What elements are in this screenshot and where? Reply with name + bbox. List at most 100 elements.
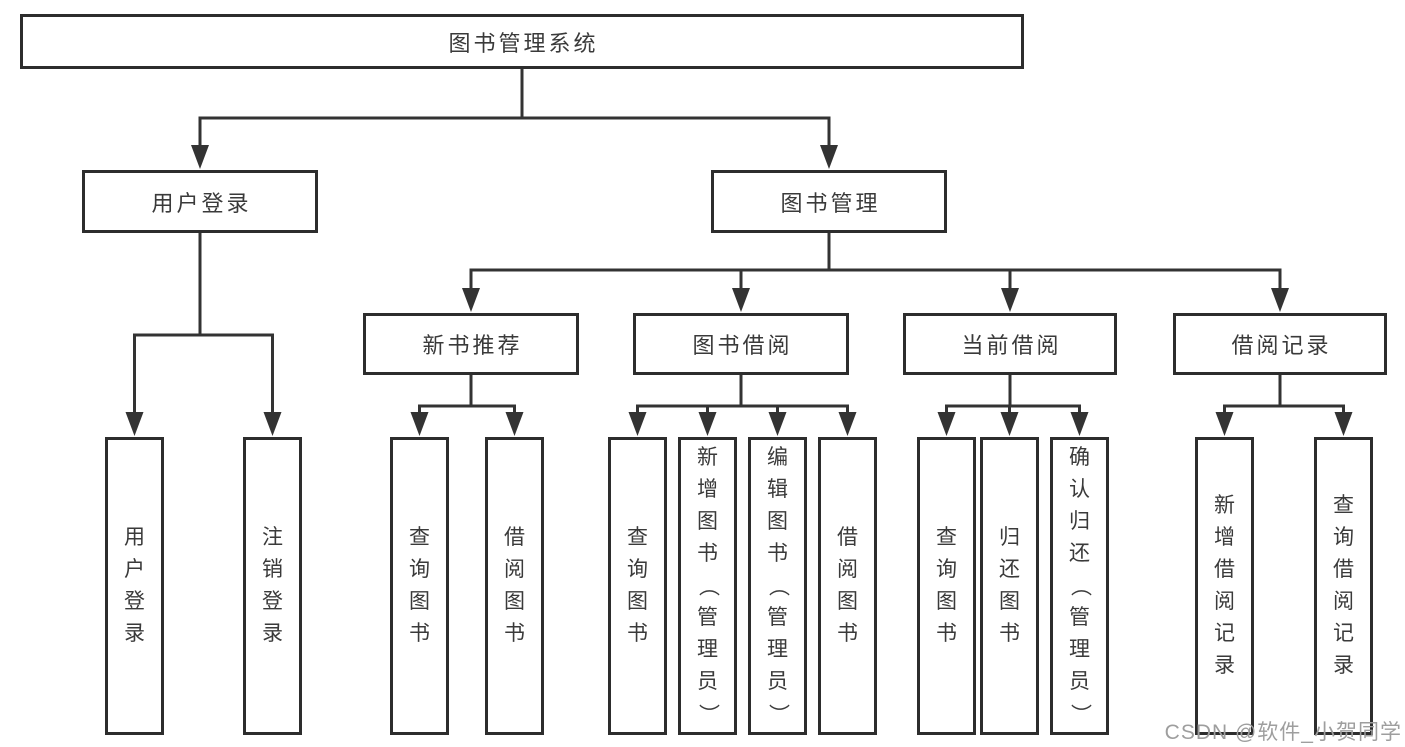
node-book-borrow: 图书借阅 bbox=[633, 313, 849, 375]
node-label-char: 阅 bbox=[837, 558, 858, 581]
watermark-text: CSDN @软件_小贺同学 bbox=[1164, 721, 1402, 744]
node-label-char: 用 bbox=[124, 526, 145, 549]
node-label-char: 理 bbox=[767, 638, 788, 661]
node-label-char: 管 bbox=[697, 606, 718, 629]
node-query-books-borrow: 查询图书 bbox=[608, 437, 667, 735]
node-label-char: 录 bbox=[262, 622, 283, 645]
node-label-char: 理 bbox=[1069, 638, 1090, 661]
node-label-char: 编 bbox=[767, 446, 788, 469]
node-query-borrow-record: 查询借阅记录 bbox=[1314, 437, 1373, 735]
node-label-char: 记 bbox=[1214, 622, 1235, 645]
node-label-char: 录 bbox=[124, 622, 145, 645]
node-label-char: 记 bbox=[1333, 622, 1354, 645]
node-label-char: 归 bbox=[1069, 510, 1090, 533]
node-logout-op: 注销登录 bbox=[243, 437, 302, 735]
arrowhead-icon bbox=[937, 412, 956, 436]
node-label-char: 借 bbox=[504, 526, 525, 549]
arrowhead-icon bbox=[838, 412, 857, 436]
node-label-char: 还 bbox=[1069, 542, 1090, 565]
node-label-char: 登 bbox=[262, 590, 283, 613]
node-label-char: ） bbox=[696, 703, 720, 725]
node-label-char: 录 bbox=[1214, 654, 1235, 677]
node-borrow-records: 借阅记录 bbox=[1173, 313, 1387, 375]
arrowhead-icon bbox=[1000, 412, 1019, 436]
node-label-char: 书 bbox=[767, 542, 788, 565]
arrowhead-icon bbox=[462, 288, 480, 312]
arrowhead-icon bbox=[732, 288, 750, 312]
node-return-books: 归还图书 bbox=[980, 437, 1039, 735]
node-label-char: 图 bbox=[504, 590, 525, 613]
node-label-char: ） bbox=[1068, 703, 1092, 725]
arrowhead-icon bbox=[1215, 412, 1234, 436]
node-label-char: 书 bbox=[697, 542, 718, 565]
node-label-char: 还 bbox=[999, 558, 1020, 581]
node-label-char: 增 bbox=[1214, 526, 1235, 549]
node-label-char: 书 bbox=[627, 622, 648, 645]
node-label-char: 归 bbox=[999, 526, 1020, 549]
arrowhead-icon bbox=[628, 412, 647, 436]
node-label-char: 员 bbox=[767, 670, 788, 693]
node-label-char: 查 bbox=[1333, 494, 1354, 517]
node-query-books-current: 查询图书 bbox=[917, 437, 976, 735]
node-label-char: 销 bbox=[262, 558, 283, 581]
node-library-system: 图书管理系统 bbox=[20, 14, 1024, 69]
node-label-char: 询 bbox=[409, 558, 430, 581]
arrowhead-icon bbox=[410, 412, 429, 436]
node-label-char: 员 bbox=[697, 670, 718, 693]
arrowhead-icon bbox=[191, 145, 209, 169]
node-label-char: ） bbox=[766, 703, 790, 725]
arrowhead-icon bbox=[263, 412, 282, 436]
arrowhead-icon bbox=[1334, 412, 1353, 436]
node-label-char: （ bbox=[696, 575, 720, 597]
arrowhead-icon bbox=[1001, 288, 1019, 312]
arrowhead-icon bbox=[505, 412, 524, 436]
node-borrow-books-op: 借阅图书 bbox=[818, 437, 877, 735]
arrowhead-icon bbox=[698, 412, 717, 436]
node-edit-books-admin: 编辑图书 （ 管理员 ） bbox=[748, 437, 807, 735]
arrowhead-icon bbox=[125, 412, 144, 436]
node-label-char: 理 bbox=[697, 638, 718, 661]
node-label-char: 新 bbox=[1214, 494, 1235, 517]
node-label-char: 认 bbox=[1069, 478, 1090, 501]
node-user-login: 用户登录 bbox=[82, 170, 318, 233]
node-label-char: 书 bbox=[936, 622, 957, 645]
node-label-char: 户 bbox=[124, 558, 145, 581]
node-current-borrow: 当前借阅 bbox=[903, 313, 1117, 375]
node-label-char: 录 bbox=[1333, 654, 1354, 677]
node-label-char: 查 bbox=[409, 526, 430, 549]
arrowhead-icon bbox=[1271, 288, 1289, 312]
node-query-books-recommend: 查询图书 bbox=[390, 437, 449, 735]
node-label-char: 阅 bbox=[1214, 590, 1235, 613]
node-new-book-recommend: 新书推荐 bbox=[363, 313, 579, 375]
node-label-char: 书 bbox=[999, 622, 1020, 645]
node-label-char: 借 bbox=[1333, 558, 1354, 581]
node-label-char: （ bbox=[766, 575, 790, 597]
arrowhead-icon bbox=[768, 412, 787, 436]
node-label-char: 新 bbox=[697, 446, 718, 469]
node-confirm-return-admin: 确认归还（管理员） bbox=[1050, 437, 1109, 735]
node-label-char: 图 bbox=[767, 510, 788, 533]
node-add-borrow-record: 新增借阅记录 bbox=[1195, 437, 1254, 735]
node-add-books-admin: 新增图书（管理员） bbox=[678, 437, 737, 735]
node-label-char: 书 bbox=[409, 622, 430, 645]
node-label-char: 阅 bbox=[1333, 590, 1354, 613]
arrowhead-icon bbox=[820, 145, 838, 169]
node-label-char: 阅 bbox=[504, 558, 525, 581]
node-label-char: 辑 bbox=[767, 478, 788, 501]
node-label-char: 确 bbox=[1069, 446, 1090, 469]
node-label-char: 图 bbox=[409, 590, 430, 613]
node-label-char: 管 bbox=[767, 606, 788, 629]
node-label-char: 增 bbox=[697, 478, 718, 501]
node-label-char: 查 bbox=[936, 526, 957, 549]
node-label-char: 查 bbox=[627, 526, 648, 549]
node-borrow-books-recommend: 借阅图书 bbox=[485, 437, 544, 735]
node-label-char: 询 bbox=[627, 558, 648, 581]
node-label-char: 询 bbox=[1333, 526, 1354, 549]
node-label-char: 注 bbox=[262, 526, 283, 549]
node-label-char: 询 bbox=[936, 558, 957, 581]
node-label-char: 图 bbox=[837, 590, 858, 613]
node-user-login-op: 用户登录 bbox=[105, 437, 164, 735]
node-label-char: 借 bbox=[1214, 558, 1235, 581]
